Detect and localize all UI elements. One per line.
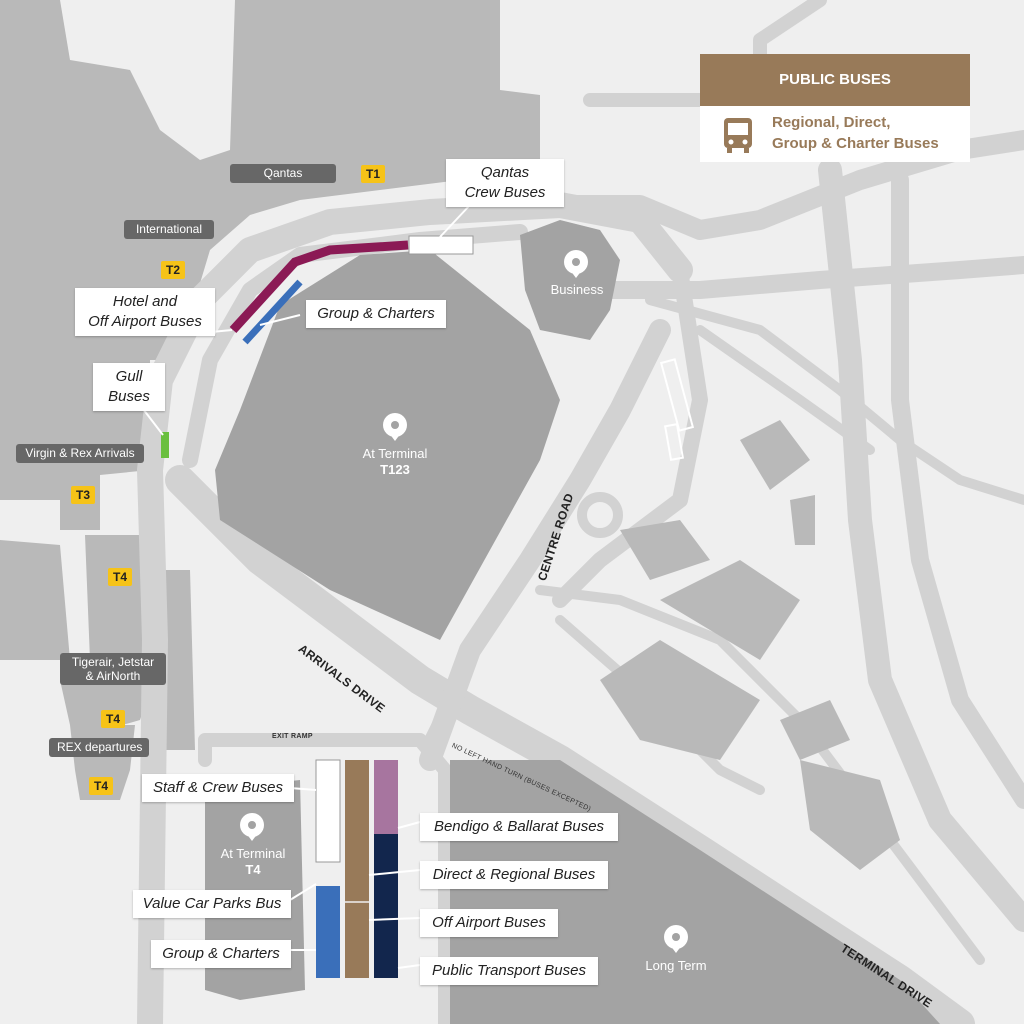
qantas-crew-line2: Crew Buses: [464, 184, 546, 201]
car-park-pins: [240, 250, 688, 953]
legend-line1: Regional, Direct,: [772, 114, 891, 131]
gull-line2: Buses: [108, 388, 150, 405]
hotel-off-airport-callout: Hotel and Off Airport Buses: [75, 288, 215, 336]
off-airport-public-bay: [374, 834, 398, 978]
qantas-tag: Qantas: [230, 164, 336, 183]
t4-badge-mid: T4: [101, 710, 126, 728]
staff-crew-callout: Staff & Crew Buses: [142, 774, 294, 802]
tigerair-line2: & AirNorth: [85, 669, 141, 683]
gull-bus-bay: [161, 432, 169, 458]
t4-pin-icon: [240, 813, 264, 841]
legend-title: PUBLIC BUSES: [700, 54, 970, 106]
bendigo-bay: [374, 760, 398, 834]
long-term-pin-icon: [664, 925, 688, 953]
t123-pin-icon: [383, 413, 407, 441]
legend-public-buses: PUBLIC BUSES Regional, Direct, Group & C…: [700, 54, 970, 162]
exit-ramp-label: EXIT RAMP: [272, 733, 313, 740]
t123-car-park: [215, 250, 560, 640]
t123-line2: T123: [380, 462, 410, 477]
international-tag: International: [124, 220, 214, 239]
legend-line2: Group & Charter Buses: [772, 135, 939, 152]
business-car-park-label: Business: [550, 282, 604, 297]
group-charters-top-callout: Group & Charters: [306, 300, 446, 328]
bus-icon: [724, 118, 752, 153]
legend-body: Regional, Direct, Group & Charter Buses: [700, 106, 970, 162]
t2-badge: T2: [161, 261, 186, 279]
group-charters-top-bay: [242, 279, 303, 345]
virgin-rex-tag: Virgin & Rex Arrivals: [16, 444, 144, 463]
t4-line2: T4: [245, 862, 261, 877]
t4-badge-bottom: T4: [89, 777, 114, 795]
off-airport-callout: Off Airport Buses: [420, 909, 558, 937]
value-car-parks-callout: Value Car Parks Bus: [133, 890, 291, 918]
bendigo-ballarat-callout: Bendigo & Ballarat Buses: [420, 813, 618, 841]
direct-regional-bay: [345, 760, 369, 978]
hotel-line2: Off Airport Buses: [88, 313, 202, 330]
business-pin-icon: [564, 250, 588, 278]
qantas-crew-callout: Qantas Crew Buses: [446, 159, 564, 207]
public-transport-callout: Public Transport Buses: [420, 957, 598, 985]
t1-badge: T1: [361, 165, 386, 183]
hotel-line1: Hotel and: [112, 293, 178, 310]
t4-line1: At Terminal: [220, 846, 286, 861]
bus-bays: [161, 235, 695, 978]
qantas-crew-line1: Qantas: [480, 164, 530, 181]
long-term-car-park-label: Long Term: [645, 958, 707, 973]
business-car-park: [520, 220, 620, 340]
t123-car-park-label: At Terminal T123: [350, 446, 440, 478]
gull-buses-callout: Gull Buses: [93, 363, 165, 411]
t4-badge-top: T4: [108, 568, 133, 586]
qantas-crew-bay: [408, 235, 474, 255]
group-charters-bottom-callout: Group & Charters: [151, 940, 291, 968]
gull-line1: Gull: [115, 368, 143, 385]
tigerair-tag: Tigerair, Jetstar & AirNorth: [60, 653, 166, 685]
t4-car-park-label: At Terminal T4: [208, 846, 298, 878]
hotel-bus-bay: [229, 240, 409, 334]
t3-badge: T3: [71, 486, 96, 504]
staff-crew-bay: [315, 759, 341, 863]
t123-line1: At Terminal: [362, 446, 428, 461]
tigerair-line1: Tigerair, Jetstar: [71, 655, 155, 669]
direct-regional-callout: Direct & Regional Buses: [420, 861, 608, 889]
group-charters-bottom-bay: [316, 886, 340, 978]
rex-departures-tag: REX departures: [49, 738, 149, 757]
